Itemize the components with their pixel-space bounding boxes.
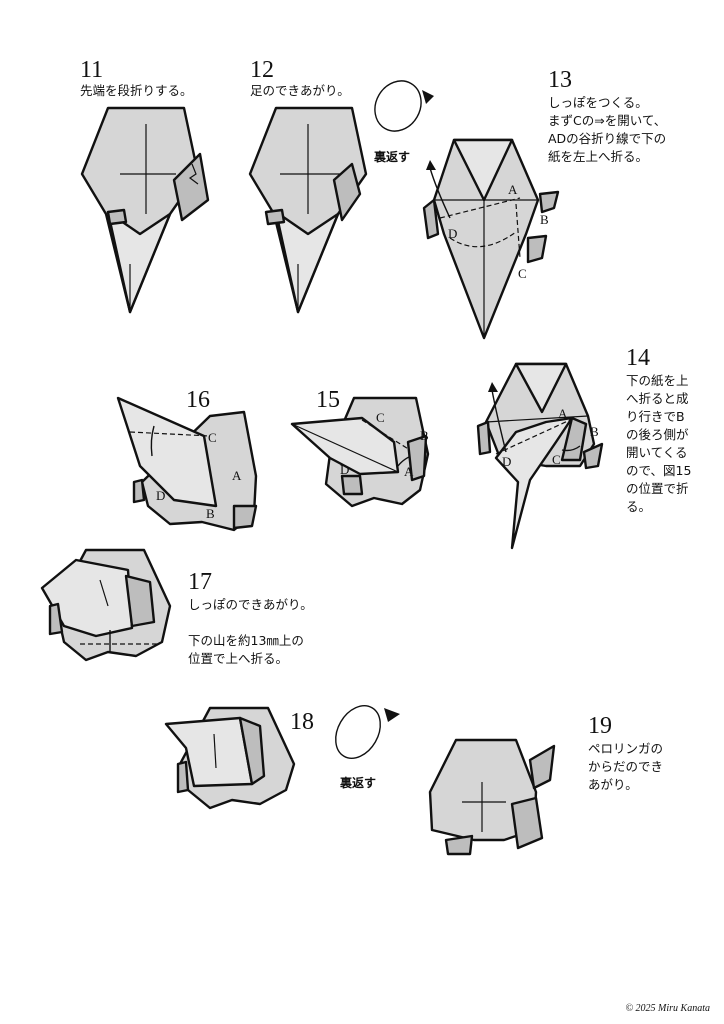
step-11-number: 11 bbox=[80, 57, 104, 83]
step-19-diagram bbox=[428, 738, 556, 856]
step-14-number: 14 bbox=[626, 345, 650, 371]
step-12-number: 12 bbox=[250, 57, 274, 83]
point-label-b: B bbox=[590, 424, 599, 439]
step-19-caption: ペロリンガの からだのでき あがり。 bbox=[588, 741, 664, 792]
point-label-d: D bbox=[448, 226, 457, 241]
step-13-number: 13 bbox=[548, 67, 572, 93]
point-label-d: D bbox=[156, 488, 165, 503]
point-label-b: B bbox=[420, 428, 429, 443]
point-label-b: B bbox=[206, 506, 215, 521]
point-label-d: D bbox=[502, 454, 511, 469]
step-18-number: 18 bbox=[290, 709, 314, 735]
step-17-diagram bbox=[40, 548, 172, 662]
copyright: © 2025 Miru Kanata bbox=[625, 1003, 710, 1014]
step-14-diagram: A B C D bbox=[476, 362, 604, 550]
point-label-d: D bbox=[340, 462, 349, 477]
point-label-c: C bbox=[208, 430, 217, 445]
step-11-diagram bbox=[80, 106, 210, 314]
step-16-number: 16 bbox=[186, 387, 210, 413]
step-14-caption: 下の紙を上 へ折ると成 り行きでB の後ろ側が 開いてくる ので、図15 の位置… bbox=[626, 373, 692, 514]
step-15-diagram: C B A D bbox=[290, 396, 430, 508]
flip-arrow-icon bbox=[335, 705, 400, 759]
point-label-a: A bbox=[508, 182, 518, 197]
step-11-caption: 先端を段折りする。 bbox=[80, 83, 193, 98]
point-label-c: C bbox=[376, 410, 385, 425]
step-17-caption: しっぽのできあがり。 下の山を約13㎜上の 位置で上へ折る。 bbox=[188, 597, 313, 666]
step-16-diagram: C A B D bbox=[116, 396, 258, 532]
point-label-b: B bbox=[540, 212, 549, 227]
step-17-number: 17 bbox=[188, 569, 212, 595]
flip-label-step18: 裏返す bbox=[340, 776, 377, 790]
step-13-caption: しっぽをつくる。 まずCの⇒を開いて、 ADの谷折り線で下の 紙を左上へ折る。 bbox=[548, 95, 667, 164]
step-12-caption: 足のできあがり。 bbox=[250, 83, 350, 98]
step-13-diagram: A B C D bbox=[422, 138, 560, 340]
flip-arrow-icon bbox=[374, 80, 434, 132]
point-label-a: A bbox=[232, 468, 242, 483]
point-label-a: A bbox=[558, 406, 568, 421]
flip-label-step12: 裏返す bbox=[374, 150, 411, 164]
step-12-diagram bbox=[248, 106, 368, 314]
point-label-c: C bbox=[518, 266, 527, 281]
point-label-c: C bbox=[552, 452, 561, 467]
point-label-a: A bbox=[404, 464, 414, 479]
step-18-diagram bbox=[164, 706, 296, 810]
step-15-number: 15 bbox=[316, 387, 340, 413]
step-19-number: 19 bbox=[588, 713, 612, 739]
